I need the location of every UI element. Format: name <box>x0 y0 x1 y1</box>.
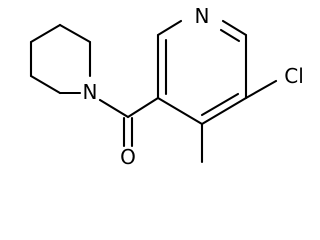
pyridine-ring <box>156 19 248 126</box>
atom-label-amide-nitrogen: N <box>83 80 98 104</box>
bond-pip-2 <box>58 23 92 44</box>
atom-label-chlorine: Cl <box>284 64 304 88</box>
bond-pyr-c5-c4-inner <box>200 92 240 117</box>
bond-pyr-n-c6-inner <box>219 28 241 43</box>
bond-n-carbonyl <box>98 98 130 119</box>
bond-pyr-n-c6-outer <box>221 19 248 37</box>
atom-label-ring-nitrogen: N <box>195 4 210 28</box>
chemical-structure: N N O Cl <box>29 4 304 169</box>
bond-chloro <box>244 79 278 100</box>
piperidine-ring <box>29 23 92 95</box>
bond-pip-5 <box>29 74 62 95</box>
bond-pyr-c2-n <box>156 19 183 37</box>
bond-pyr-c5-c4-outer <box>200 96 248 126</box>
atom-label-oxygen: O <box>120 145 136 169</box>
bond-pip-3 <box>29 23 62 44</box>
bond-pyr-c4-c3 <box>156 96 204 126</box>
amide-group <box>98 96 160 148</box>
bond-carbonyl-ring <box>126 96 160 119</box>
